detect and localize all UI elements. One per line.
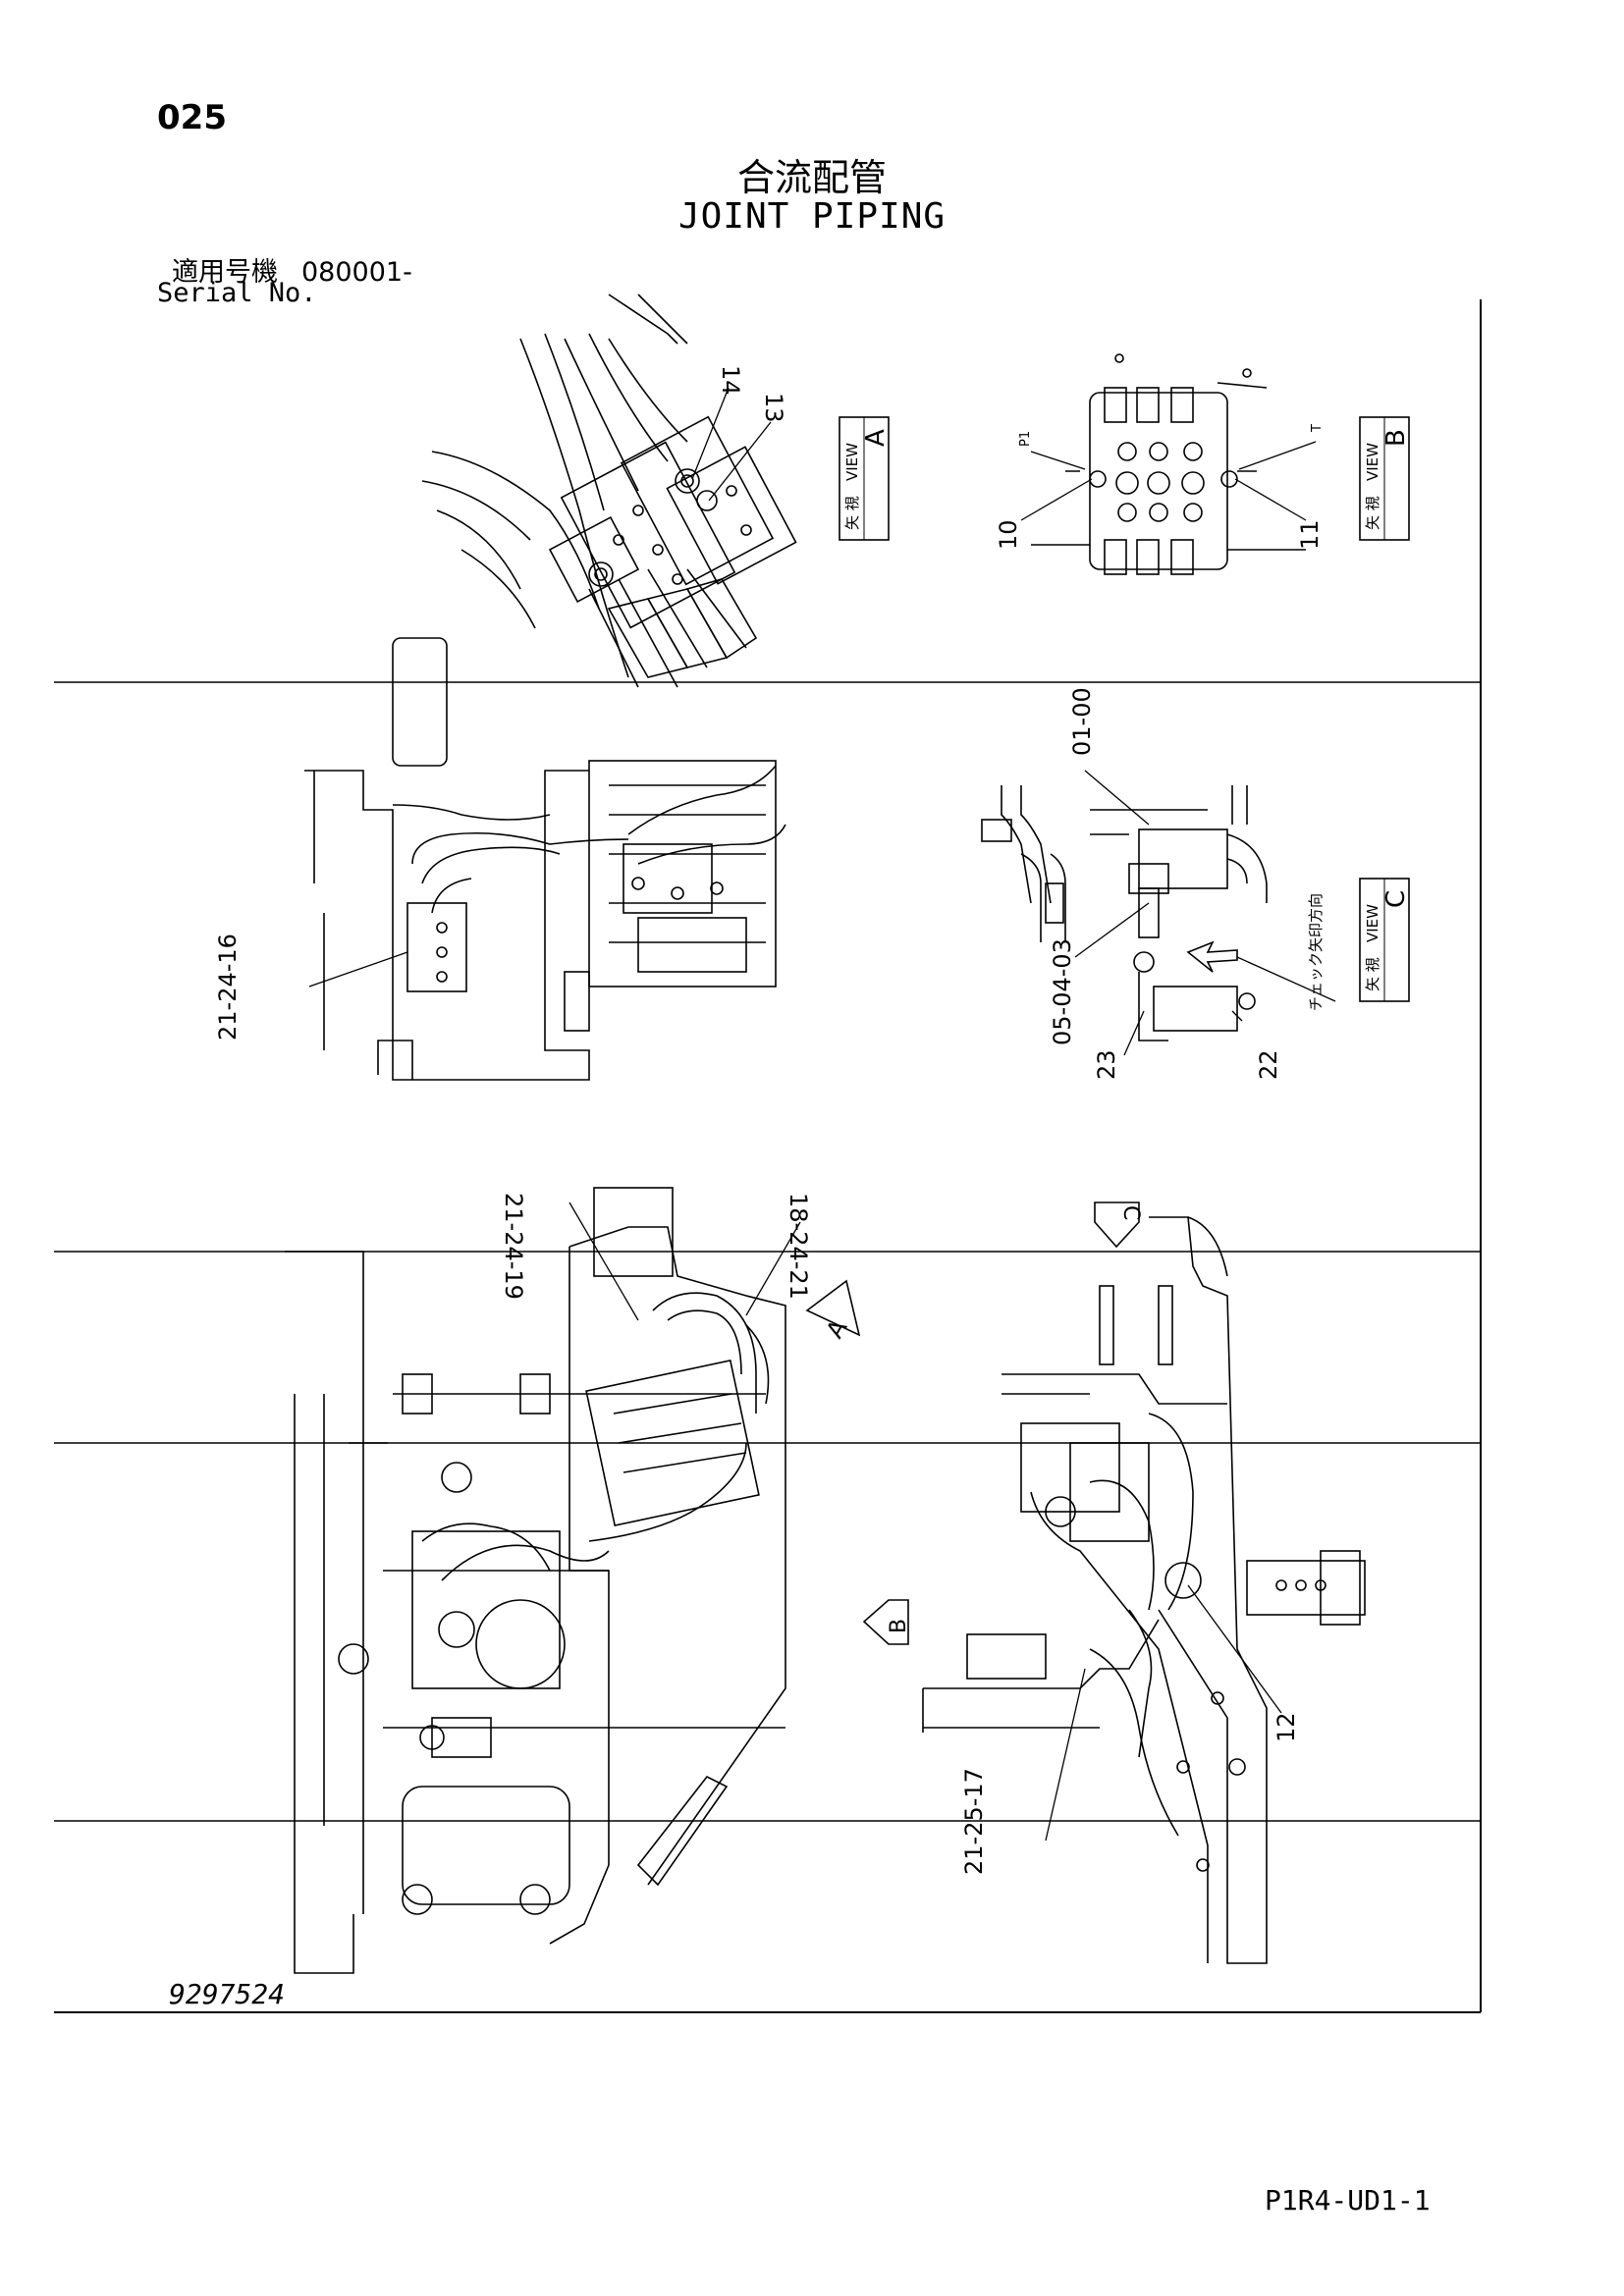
- callout-11: 11: [1296, 519, 1324, 550]
- callout-10: 10: [995, 519, 1022, 550]
- arrow-view-b: B: [862, 1599, 911, 1645]
- port-label-t: T: [1310, 424, 1325, 433]
- serial-value: 080001-: [301, 257, 412, 288]
- view-label-en: VIEW: [1364, 904, 1381, 942]
- leader-lines: [1074, 770, 1336, 1056]
- view-label-en: VIEW: [843, 443, 861, 481]
- callout-22: 22: [1255, 1049, 1282, 1080]
- serial-label-en: Serial No.: [157, 278, 317, 308]
- serial-applicability: 適用号機 080001-: [172, 250, 412, 289]
- view-label-en: VIEW: [1364, 443, 1381, 481]
- callout-05-04-03: 05-04-03: [1049, 938, 1076, 1045]
- drawing-number: 9297524: [169, 1978, 286, 2010]
- view-a-label: 矢 視 VIEW A: [839, 416, 891, 541]
- leader-lines: [1020, 441, 1317, 521]
- view-label-jp: 矢 視: [843, 496, 861, 530]
- callout-21-25-17: 21-25-17: [960, 1768, 988, 1875]
- view-b-label: 矢 視 VIEW B: [1359, 416, 1411, 541]
- callout-01-00: 01-00: [1068, 687, 1096, 756]
- arrow-letter-c: C: [1118, 1205, 1143, 1220]
- page-title-english: JOINT PIPING: [677, 196, 947, 237]
- view-a-valve-assembly: [421, 294, 797, 688]
- arrow-view-c: C: [1094, 1201, 1143, 1249]
- check-direction-note: チェック矢印方向: [1307, 893, 1325, 1011]
- leader-line: [308, 951, 408, 988]
- callout-18-24-21: 18-24-21: [785, 1193, 812, 1300]
- callout-14: 14: [717, 365, 744, 396]
- leader-lines: [691, 387, 772, 502]
- plan-view-upper: [304, 637, 786, 1081]
- callout-13: 13: [760, 393, 787, 423]
- view-label-jp: 矢 視: [1364, 957, 1381, 991]
- view-c-detail: [981, 785, 1268, 1041]
- side-view-machine: [922, 1216, 1366, 1964]
- view-letter-c: C: [1381, 890, 1411, 908]
- view-b-control-valve: [1031, 353, 1306, 575]
- view-c-label: 矢 視 VIEW C: [1359, 878, 1411, 1002]
- arrow-view-a: A: [805, 1279, 861, 1343]
- view-letter-a: A: [861, 429, 891, 447]
- callout-21-24-19: 21-24-19: [500, 1193, 527, 1300]
- callout-23: 23: [1093, 1049, 1120, 1080]
- leader-lines: [568, 1201, 801, 1321]
- leader-lines: [1045, 1584, 1282, 1842]
- page-number: 025: [157, 98, 227, 137]
- callout-21-24-16: 21-24-16: [214, 934, 242, 1041]
- arrow-letter-b: B: [887, 1619, 911, 1633]
- page-title-japanese: 合流配管: [736, 156, 887, 199]
- plan-view-lower: [285, 1187, 786, 1974]
- serial-label-jp: 適用号機: [172, 257, 278, 288]
- view-label-jp: 矢 視: [1364, 496, 1381, 530]
- view-letter-b: B: [1381, 429, 1411, 447]
- port-label-p1: P1: [1018, 431, 1033, 447]
- callout-12: 12: [1272, 1712, 1300, 1742]
- document-code: P1R4-UD1-1: [1265, 2184, 1431, 2216]
